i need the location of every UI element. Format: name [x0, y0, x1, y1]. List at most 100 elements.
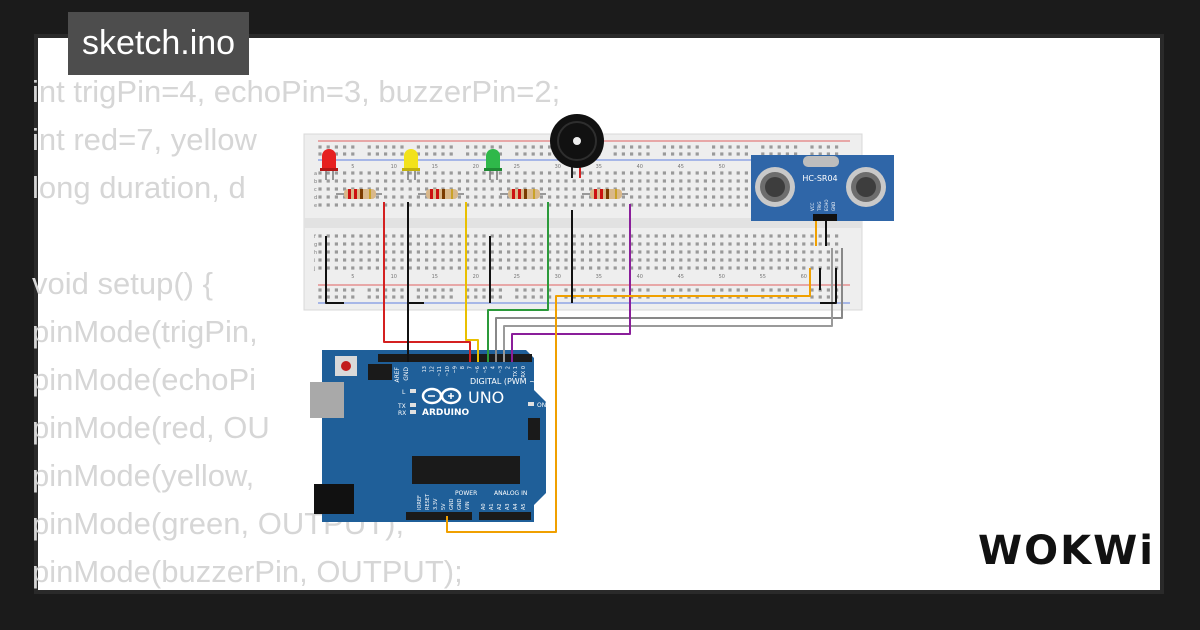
column-number: 20 — [473, 164, 479, 170]
breadboard-hole — [638, 179, 642, 183]
breadboard-hole — [416, 234, 420, 238]
breadboard-hole — [367, 242, 371, 246]
breadboard-hole — [548, 234, 552, 238]
breadboard-hole — [416, 195, 420, 199]
digital-pin-label: TX 1 — [513, 366, 519, 378]
breadboard-hole — [589, 203, 593, 207]
wires[interactable] — [325, 202, 843, 533]
breadboard-hole — [671, 288, 675, 292]
breadboard-hole — [474, 258, 478, 262]
breadboard-hole — [384, 234, 388, 238]
column-number: 10 — [391, 164, 397, 170]
breadboard-hole — [621, 179, 625, 183]
breadboard-hole — [523, 145, 527, 149]
breadboard-hole — [818, 242, 822, 246]
breadboard-hole — [826, 250, 830, 254]
breadboard-hole — [326, 234, 330, 238]
breadboard-hole — [474, 234, 478, 238]
breadboard-hole — [457, 242, 461, 246]
breadboard-hole — [613, 171, 617, 175]
breadboard-hole — [794, 266, 798, 270]
breadboard-hole — [466, 266, 470, 270]
breadboard-hole — [441, 266, 445, 270]
breadboard-hole — [408, 203, 412, 207]
breadboard-hole — [662, 203, 666, 207]
breadboard-hole — [343, 203, 347, 207]
breadboard-hole — [728, 288, 732, 292]
breadboard-hole — [572, 234, 576, 238]
breadboard-hole — [720, 234, 724, 238]
breadboard-hole — [498, 187, 502, 191]
breadboard-hole — [630, 152, 634, 156]
gnd-label: GND — [403, 367, 410, 381]
power-pin-label: GND — [457, 498, 463, 510]
breadboard-hole — [318, 295, 322, 299]
code-editor-background: int trigPin=4, echoPin=3, buzzerPin=2;in… — [32, 68, 560, 596]
breadboard-hole — [679, 242, 683, 246]
breadboard-hole — [457, 258, 461, 262]
breadboard-hole — [564, 288, 568, 292]
digital-pin-label: ~3 — [498, 366, 504, 373]
breadboard-hole — [753, 258, 757, 262]
on-label: ON — [537, 402, 546, 409]
breadboard-hole — [433, 145, 437, 149]
resistors[interactable] — [336, 189, 628, 199]
breadboard-hole — [785, 234, 789, 238]
row-label: g — [314, 242, 317, 248]
breadboard-hole — [712, 250, 716, 254]
led-red[interactable] — [320, 149, 338, 180]
led-yellow[interactable] — [402, 149, 420, 180]
breadboard-hole — [572, 195, 576, 199]
breadboard-hole — [613, 145, 617, 149]
breadboard-hole — [375, 203, 379, 207]
breadboard-hole — [572, 171, 576, 175]
breadboard-hole — [826, 234, 830, 238]
breadboard-hole — [826, 295, 830, 299]
breadboard-hole — [736, 195, 740, 199]
analog-header — [479, 512, 531, 520]
breadboard-hole — [531, 171, 535, 175]
breadboard-hole — [638, 187, 642, 191]
breadboard-hole — [466, 145, 470, 149]
breadboard-hole — [343, 187, 347, 191]
breadboard-hole — [556, 234, 560, 238]
breadboard-hole — [712, 203, 716, 207]
breadboard-hole — [539, 187, 543, 191]
breadboard-hole — [449, 258, 453, 262]
breadboard-hole — [613, 234, 617, 238]
wire-red — [383, 202, 471, 362]
breadboard-hole — [490, 250, 494, 254]
column-number: 40 — [637, 164, 643, 170]
breadboard-hole — [507, 266, 511, 270]
breadboard-hole — [654, 171, 658, 175]
led-green[interactable] — [484, 149, 502, 180]
breadboard-hole — [638, 242, 642, 246]
breadboard-hole — [392, 234, 396, 238]
breadboard-hole — [433, 152, 437, 156]
breadboard-hole — [720, 145, 724, 149]
breadboard-hole — [425, 295, 429, 299]
file-tab[interactable]: sketch.ino — [68, 12, 250, 75]
breadboard-hole — [621, 242, 625, 246]
breadboard-hole — [671, 152, 675, 156]
breadboard-hole — [613, 288, 617, 292]
breadboard-hole — [621, 250, 625, 254]
breadboard-hole — [687, 234, 691, 238]
breadboard-hole — [736, 179, 740, 183]
breadboard-hole — [638, 145, 642, 149]
breadboard-hole — [810, 295, 814, 299]
breadboard-hole — [490, 288, 494, 292]
breadboard-hole — [703, 187, 707, 191]
breadboard-hole — [498, 145, 502, 149]
breadboard-hole — [539, 295, 543, 299]
breadboard-hole — [474, 179, 478, 183]
buzzer[interactable] — [550, 114, 604, 178]
breadboard-hole — [351, 266, 355, 270]
breadboard-hole — [334, 171, 338, 175]
breadboard-hole — [597, 203, 601, 207]
breadboard-hole — [507, 203, 511, 207]
breadboard-hole — [400, 258, 404, 262]
